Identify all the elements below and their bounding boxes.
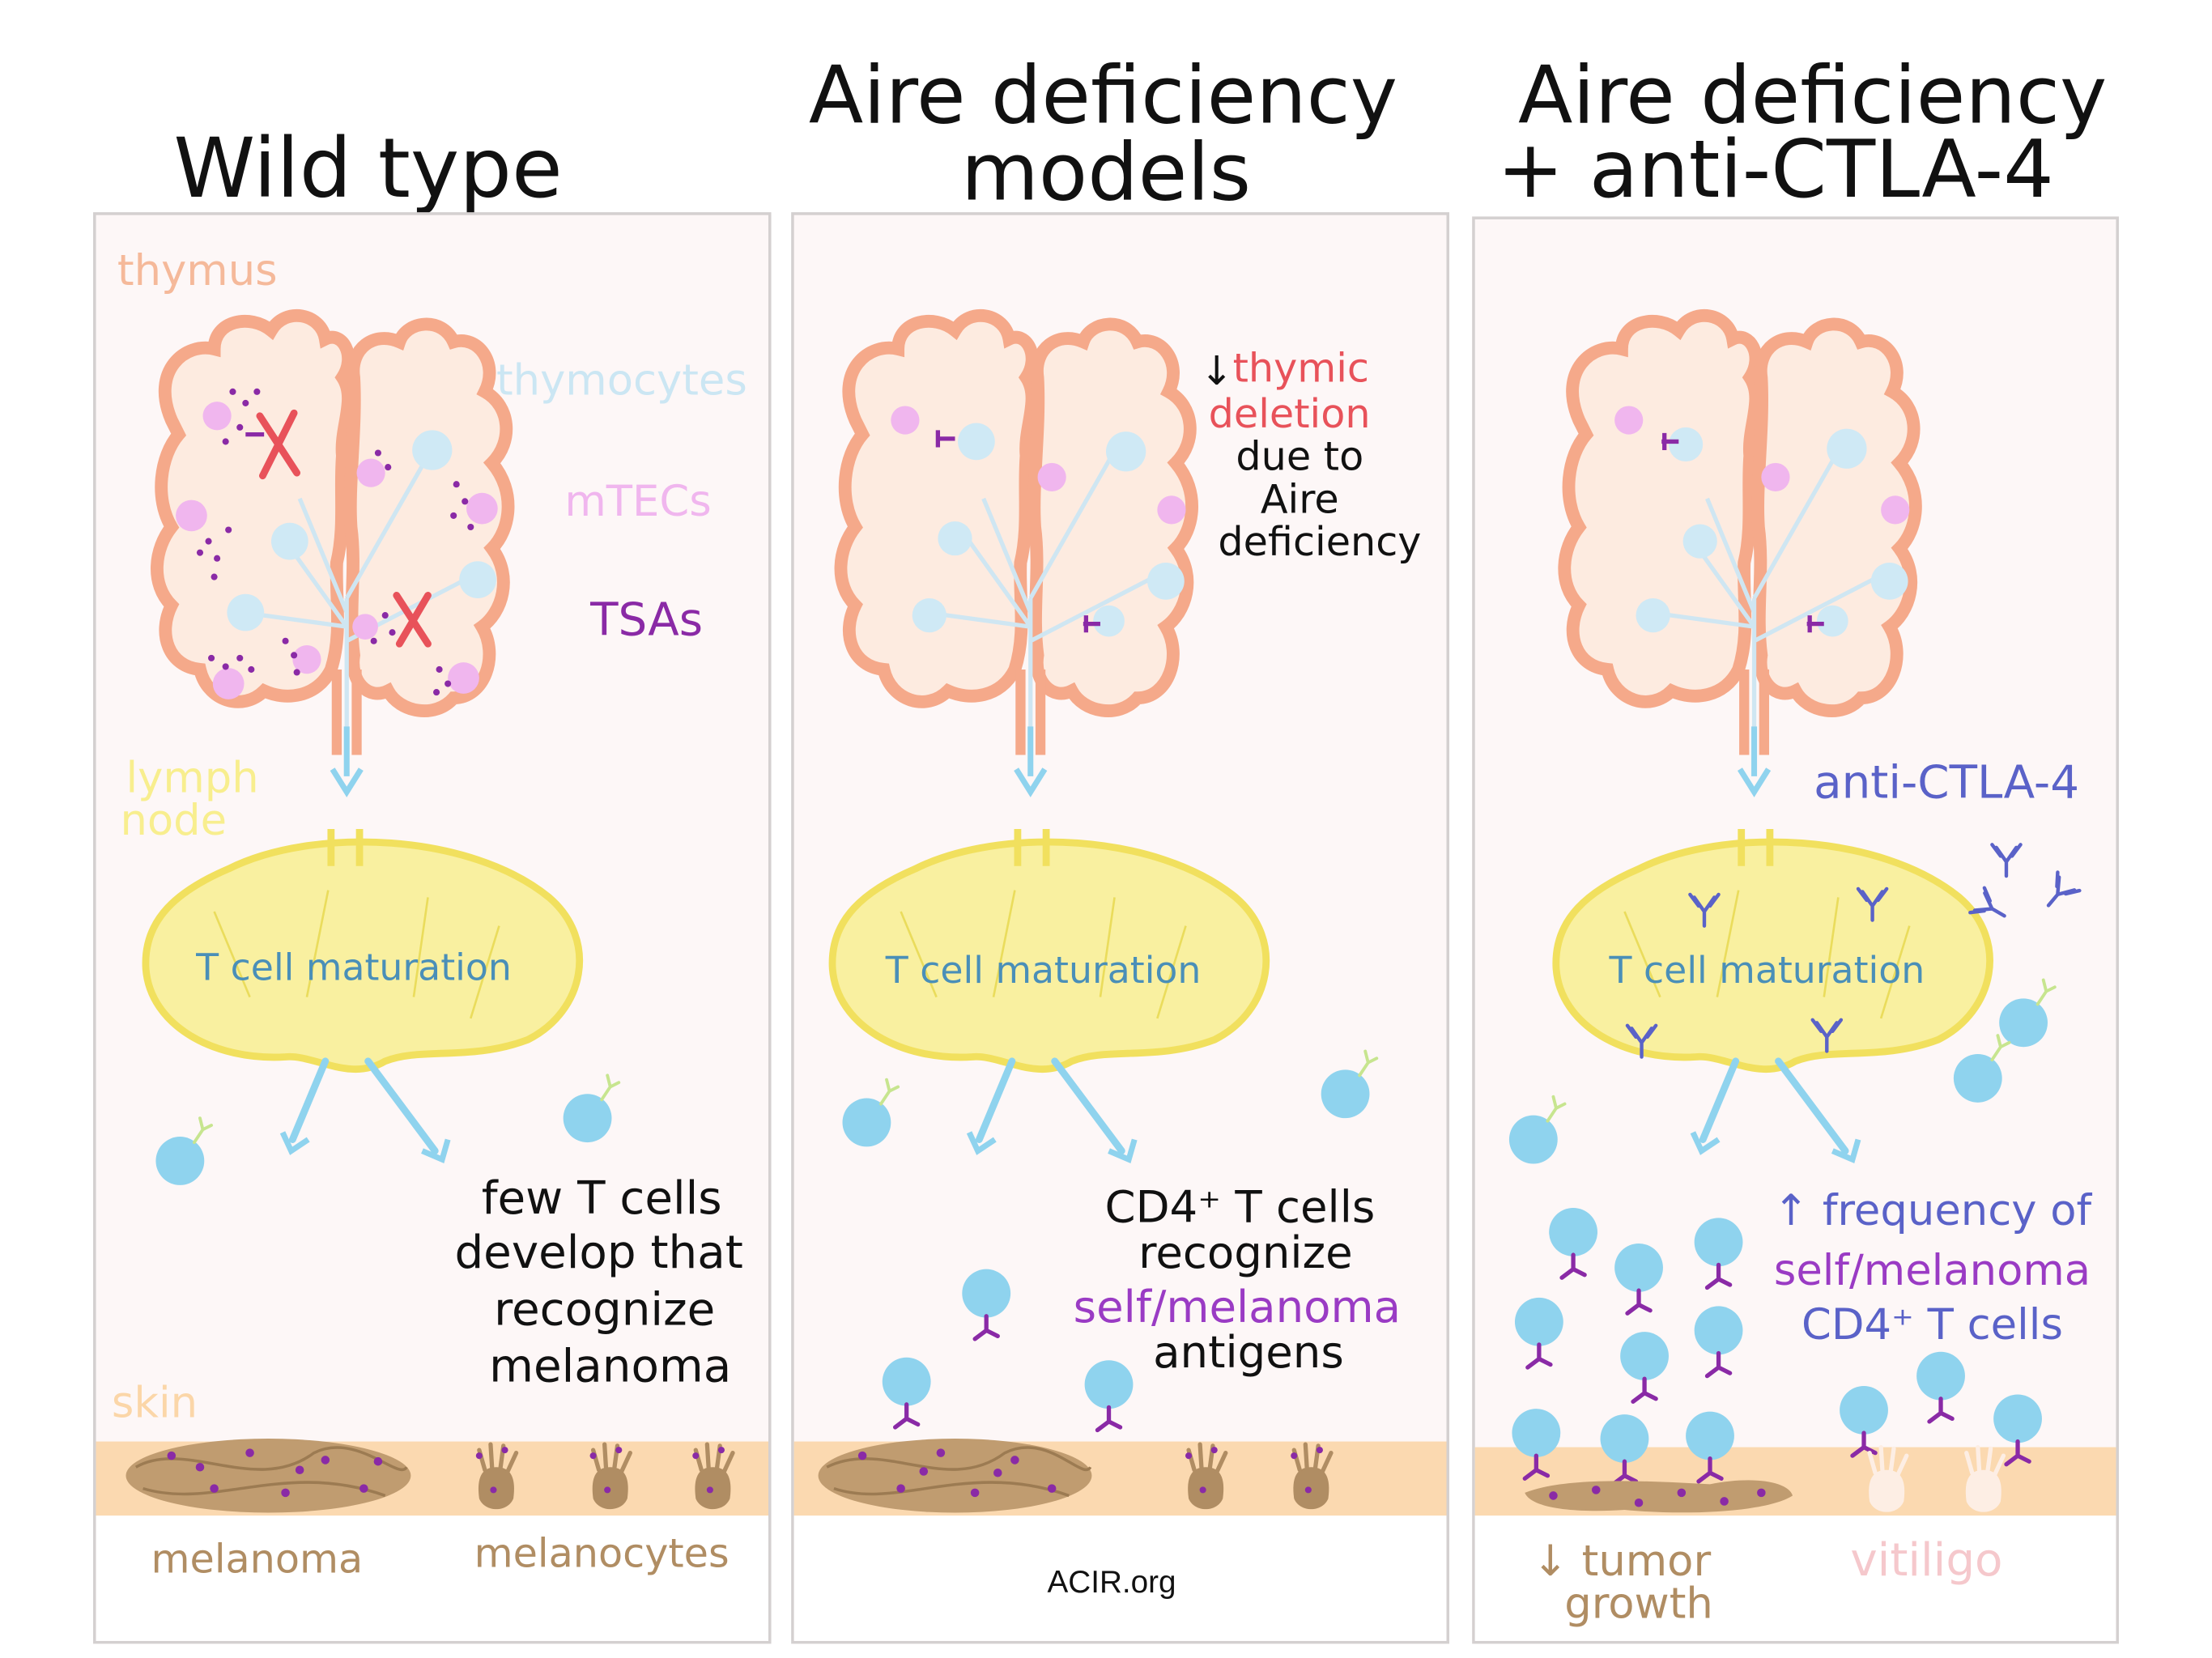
due-to-line-1: due to <box>1236 433 1363 480</box>
panel-1-note-line-4: melanoma <box>489 1341 731 1393</box>
due-to-line-3: deficiency <box>1218 518 1421 565</box>
panel-1-title: Wild type <box>173 121 562 217</box>
skin-label: skin <box>112 1379 198 1428</box>
thymic-deletion-line-2: deletion <box>1209 390 1371 437</box>
panel-2-lymph-node <box>832 829 1266 1164</box>
panel-1-content: thymus <box>112 246 747 1583</box>
panel-3-shrunken-melanoma <box>1525 1480 1793 1513</box>
anti-ctla4-label: anti-CTLA-4 <box>1814 756 2079 809</box>
mtecs-label: mTECs <box>564 477 711 526</box>
thymocytes-label: thymocytes <box>496 355 747 405</box>
panel-3-maturation-label: T cell maturation <box>1609 949 1925 992</box>
tsas-label: TSAs <box>589 594 703 647</box>
lymph-node-label-line-1: lymph <box>125 753 258 802</box>
panel-2-title-line-2: models <box>961 126 1251 219</box>
panel-3-content: anti-CTLA-4 T cell maturation ↑ f <box>1507 316 2093 1629</box>
panel-3-note-line-1: ↑ frequency of <box>1773 1186 2093 1235</box>
panel-1-note-line-3: recognize <box>494 1283 715 1336</box>
thymic-deletion-line-1: thymic <box>1233 345 1369 392</box>
panel-1-melanoma <box>125 1439 411 1513</box>
source-label: ACIR.org <box>1047 1565 1176 1600</box>
panel-2-thymus <box>840 316 1192 797</box>
thymic-deletion-arrow: ↓ <box>1200 347 1233 394</box>
melanoma-label: melanoma <box>151 1535 364 1582</box>
tumor-growth-line-2: growth <box>1564 1579 1713 1629</box>
tumor-growth-line-1: ↓ tumor <box>1533 1537 1712 1586</box>
panel-1-note-line-2: develop that <box>454 1226 742 1279</box>
panel-2-note-line-4: antigens <box>1153 1326 1344 1378</box>
thymus-label: thymus <box>117 246 278 295</box>
due-to-line-2: Aire <box>1261 475 1339 522</box>
panel-1-thymus <box>157 316 508 797</box>
panel-2-maturation-label: T cell maturation <box>885 949 1202 992</box>
panel-1-note-line-1: few T cells <box>482 1172 722 1225</box>
panel-2-note-line-2: recognize <box>1138 1226 1353 1278</box>
vitiligo-label: vitiligo <box>1850 1534 2002 1587</box>
melanocytes-label: melanocytes <box>474 1529 730 1576</box>
panel-1-lymph-node <box>146 829 580 1164</box>
panel-2-title-line-1: Aire deficiency <box>809 49 1397 142</box>
panel-2-note-line-3: self/melanoma <box>1074 1281 1401 1333</box>
panel-2-content: ↓ thymic deletion due to Aire deficiency… <box>818 316 1421 1600</box>
panel-3-thymus <box>1564 316 1916 797</box>
panel-3-title-line-2: + anti-CTLA-4 <box>1497 124 2054 216</box>
lymph-node-label-line-2: node <box>120 796 227 845</box>
panel-2-note-line-1: CD4⁺ T cells <box>1105 1181 1376 1233</box>
panel-3-title-line-1: Aire deficiency <box>1518 49 2107 142</box>
panel-3-note-line-2: self/melanoma <box>1774 1246 2091 1295</box>
panel-2-melanoma <box>818 1439 1092 1513</box>
panel-1-maturation-label: T cell maturation <box>195 946 512 989</box>
panel-3-lymph-node <box>1556 829 1990 1164</box>
panel-3-note-line-3: CD4⁺ T cells <box>1802 1300 2063 1350</box>
